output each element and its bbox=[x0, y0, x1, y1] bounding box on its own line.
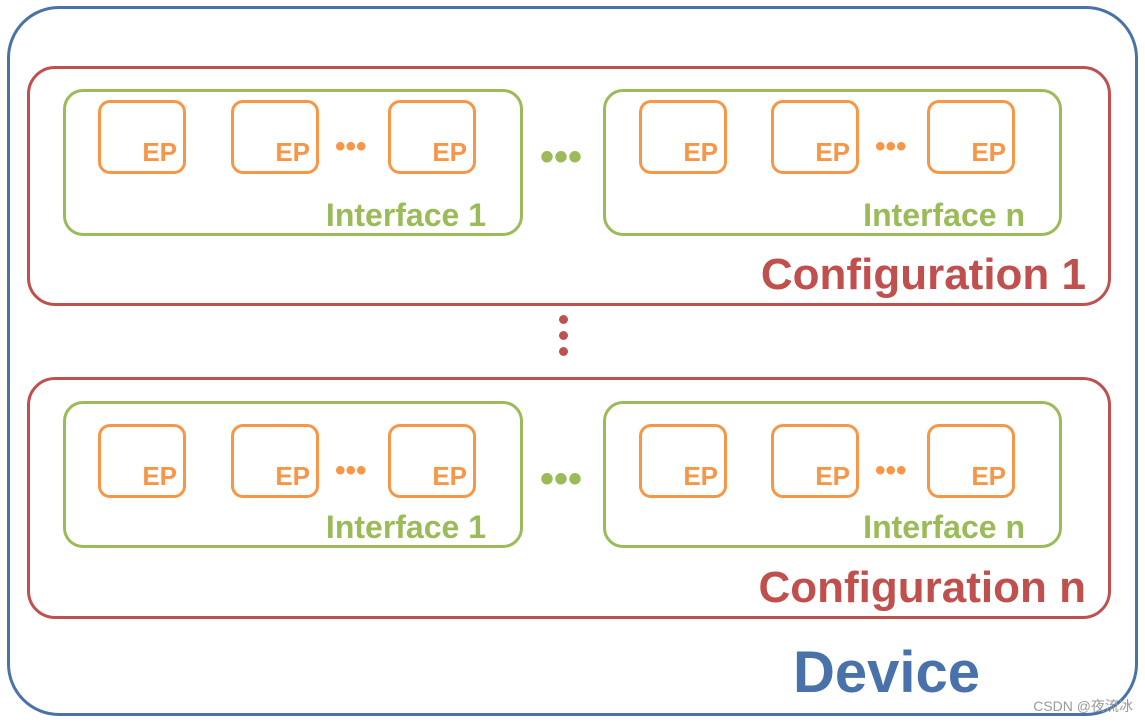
endpoint-box: EP bbox=[98, 100, 186, 174]
endpoint-label: EP bbox=[142, 461, 177, 491]
endpoint-label: EP bbox=[432, 461, 467, 491]
interface-label: Interface 1 bbox=[325, 509, 486, 545]
interface-box: Interface 1 bbox=[63, 89, 523, 236]
endpoint-box: EP bbox=[231, 100, 319, 174]
endpoint-box: EP bbox=[771, 100, 859, 174]
configuration-label: Configuration 1 bbox=[760, 250, 1086, 299]
device-box bbox=[7, 6, 1138, 716]
interface-label: Interface n bbox=[863, 509, 1025, 545]
device-label: Device bbox=[793, 640, 981, 705]
endpoint-label: EP bbox=[815, 137, 850, 167]
endpoint-box: EP bbox=[639, 100, 727, 174]
configuration-box: Configuration n bbox=[27, 377, 1111, 619]
interface-box: Interface n bbox=[603, 89, 1062, 236]
endpoint-label: EP bbox=[971, 461, 1006, 491]
endpoint-box: EP bbox=[927, 100, 1015, 174]
configuration-box: Configuration 1 bbox=[27, 66, 1111, 306]
endpoint-box: EP bbox=[231, 424, 319, 498]
endpoint-ellipsis: ••• bbox=[335, 454, 367, 487]
endpoint-label: EP bbox=[683, 461, 718, 491]
endpoint-ellipsis: ••• bbox=[875, 130, 907, 163]
interface-label: Interface 1 bbox=[325, 197, 486, 233]
endpoint-ellipsis: ••• bbox=[875, 454, 907, 487]
endpoint-box: EP bbox=[388, 424, 476, 498]
interface-box: Interface 1 bbox=[63, 401, 523, 548]
watermark: CSDN @夜流冰 bbox=[1033, 698, 1133, 714]
endpoint-box: EP bbox=[98, 424, 186, 498]
endpoint-box: EP bbox=[639, 424, 727, 498]
interface-ellipsis: ••• bbox=[540, 457, 583, 501]
configuration-ellipsis bbox=[557, 315, 569, 363]
endpoint-label: EP bbox=[683, 137, 718, 167]
endpoint-label: EP bbox=[275, 137, 310, 167]
interface-ellipsis: ••• bbox=[540, 135, 583, 179]
endpoint-label: EP bbox=[971, 137, 1006, 167]
endpoint-box: EP bbox=[771, 424, 859, 498]
endpoint-ellipsis: ••• bbox=[335, 130, 367, 163]
endpoint-label: EP bbox=[432, 137, 467, 167]
endpoint-box: EP bbox=[927, 424, 1015, 498]
endpoint-label: EP bbox=[815, 461, 850, 491]
endpoint-label: EP bbox=[275, 461, 310, 491]
configuration-label: Configuration n bbox=[758, 563, 1087, 612]
interface-box: Interface n bbox=[603, 401, 1062, 548]
endpoint-box: EP bbox=[388, 100, 476, 174]
endpoint-label: EP bbox=[142, 137, 177, 167]
interface-label: Interface n bbox=[863, 197, 1025, 233]
